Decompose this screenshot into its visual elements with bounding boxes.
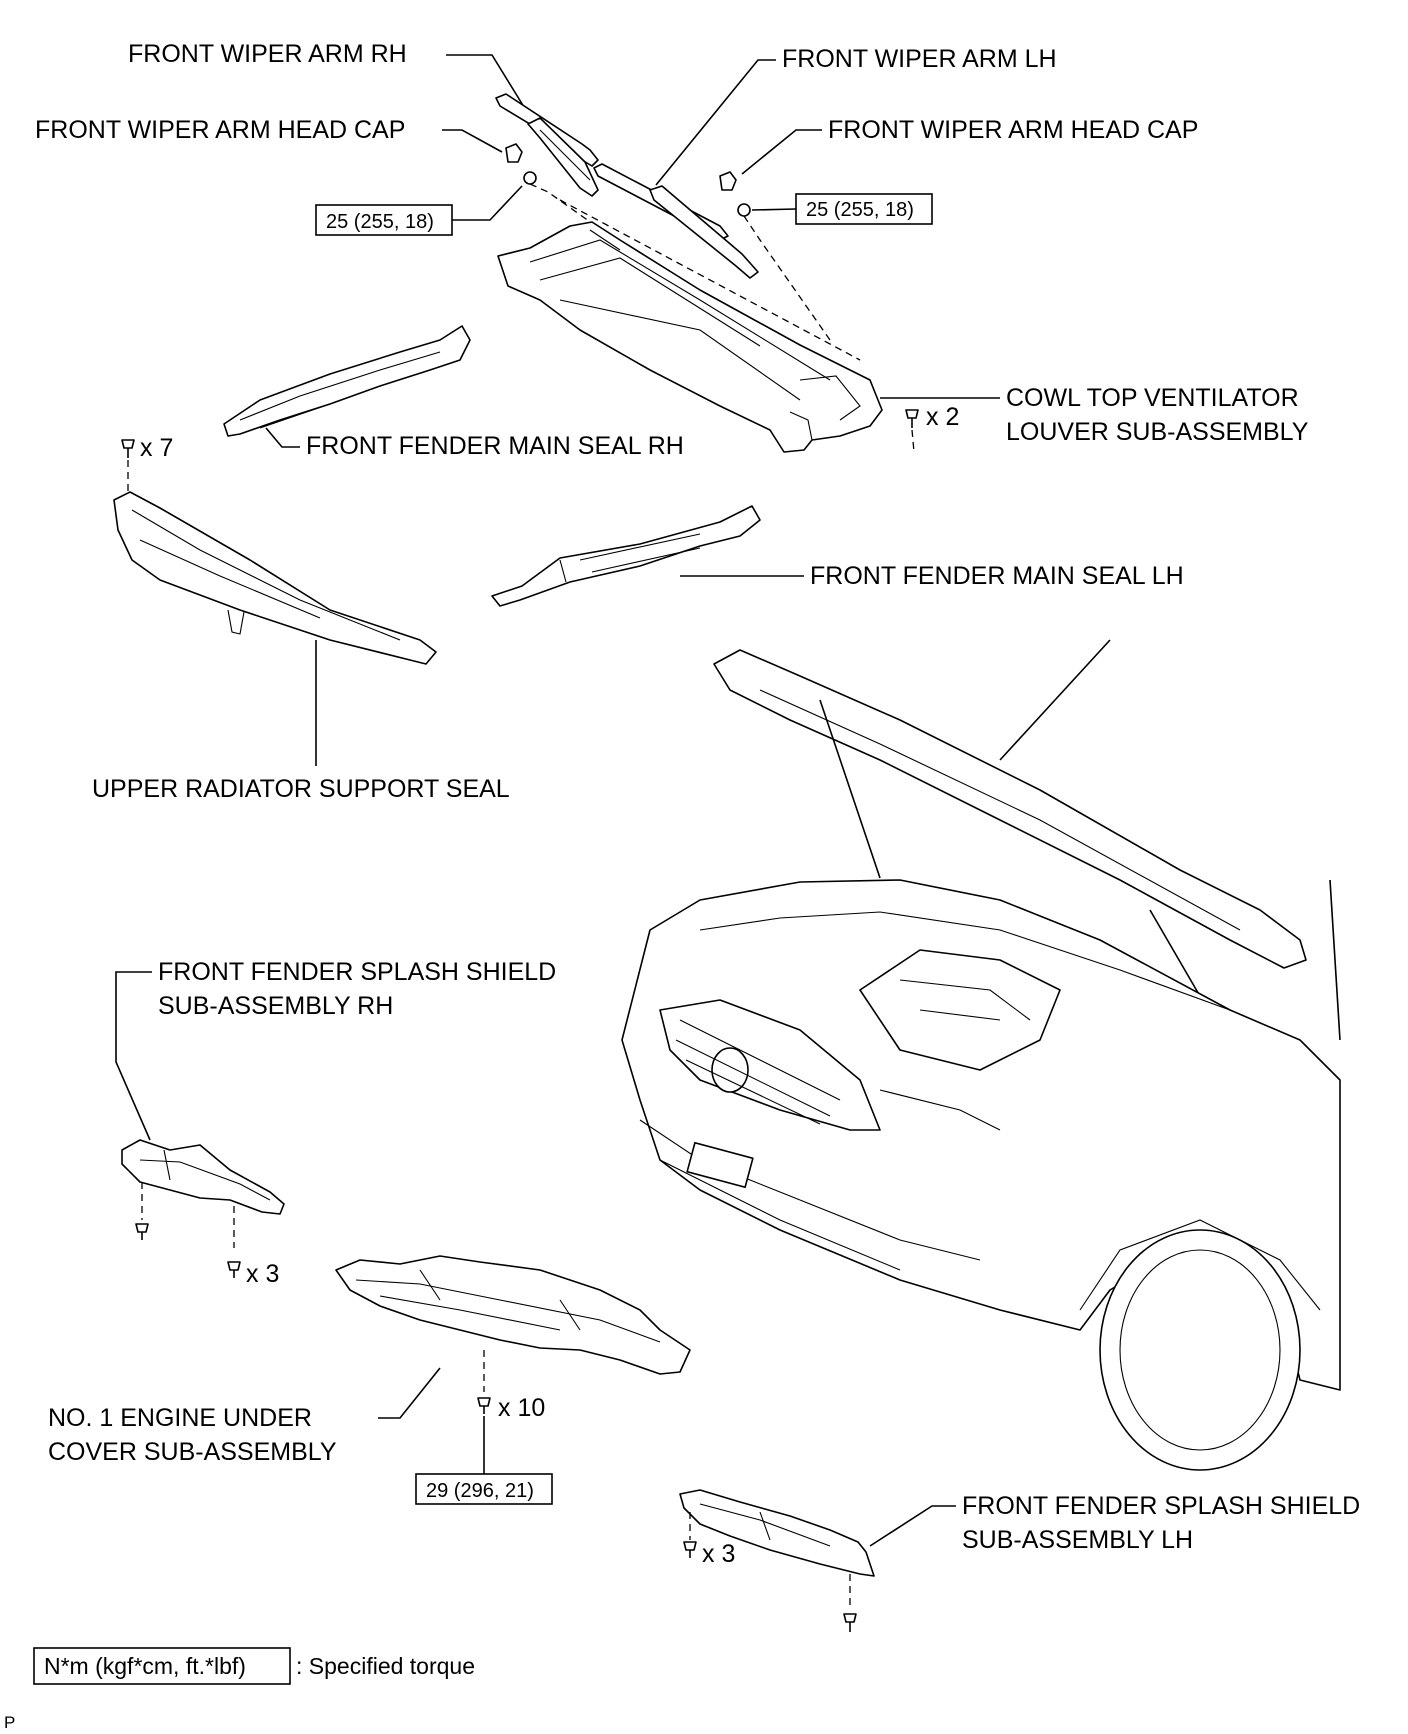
corner-mark: P [4, 1713, 15, 1732]
engine-cover-bolt [477, 1397, 491, 1414]
engine-under-cover [335, 1255, 691, 1375]
engine-cover-bolts-quantity: x 10 [498, 1394, 545, 1422]
label-splash-rh-2: SUB-ASSEMBLY RH [158, 992, 393, 1020]
splash-rh-bolts-quantity: x 3 [246, 1260, 279, 1288]
label-splash-lh-2: SUB-ASSEMBLY LH [962, 1526, 1193, 1554]
torque-engine-cover: 29 (296, 21) [426, 1480, 534, 1502]
wiper-nut-lh [737, 203, 751, 217]
label-splash-lh-1: FRONT FENDER SPLASH SHIELD [962, 1492, 1360, 1520]
label-head-cap-rh: FRONT WIPER ARM HEAD CAP [35, 116, 405, 144]
head-cap-rh [505, 143, 523, 163]
upper-radiator-support-seal [113, 491, 437, 665]
label-wiper-arm-lh: FRONT WIPER ARM LH [782, 45, 1057, 73]
legend-torque-box [33, 1647, 291, 1685]
torque-wiper-rh: 25 (255, 18) [326, 211, 434, 233]
torque-box-wiper-rh [315, 204, 453, 236]
label-fender-seal-lh: FRONT FENDER MAIN SEAL LH [810, 562, 1184, 590]
torque-box-wiper-lh [795, 193, 933, 225]
cowl-top-louver [497, 221, 883, 453]
wiper-arm-lh [593, 163, 759, 279]
vehicle-illustration [621, 639, 1341, 1471]
head-cap-lh [719, 171, 737, 191]
label-wiper-arm-rh: FRONT WIPER ARM RH [128, 40, 407, 68]
cowl-clip [905, 409, 919, 428]
radiator-clips-quantity: x 7 [140, 434, 173, 462]
splash-rh-bolt-1 [135, 1223, 149, 1240]
splash-rh-bolt-2 [227, 1261, 241, 1278]
torque-box-engine-cover [415, 1473, 553, 1505]
wiper-arm-rh [495, 93, 599, 197]
label-head-cap-lh: FRONT WIPER ARM HEAD CAP [828, 116, 1198, 144]
torque-wiper-lh: 25 (255, 18) [806, 199, 914, 221]
cowl-clips-quantity: x 2 [926, 403, 959, 431]
label-cowl-louver-1: COWL TOP VENTILATOR [1006, 384, 1299, 412]
legend-torque-description: : Specified torque [296, 1653, 475, 1679]
splash-lh-bolt-1 [683, 1541, 697, 1558]
fender-main-seal-lh [491, 505, 761, 607]
splash-shield-lh [679, 1489, 875, 1577]
splash-lh-bolts-quantity: x 3 [702, 1540, 735, 1568]
label-engine-cover-1: NO. 1 ENGINE UNDER [48, 1404, 312, 1432]
fender-main-seal-rh [223, 325, 471, 437]
label-cowl-louver-2: LOUVER SUB-ASSEMBLY [1006, 418, 1309, 446]
splash-lh-bolt-2 [843, 1613, 857, 1632]
label-radiator-seal: UPPER RADIATOR SUPPORT SEAL [92, 775, 510, 803]
wiper-nut-rh [523, 171, 537, 185]
splash-shield-rh [121, 1139, 285, 1215]
label-splash-rh-1: FRONT FENDER SPLASH SHIELD [158, 958, 556, 986]
radiator-clip [121, 439, 135, 458]
label-engine-cover-2: COVER SUB-ASSEMBLY [48, 1438, 337, 1466]
legend-torque-unit: N*m (kgf*cm, ft.*lbf) [44, 1653, 246, 1679]
label-fender-seal-rh: FRONT FENDER MAIN SEAL RH [306, 432, 684, 460]
